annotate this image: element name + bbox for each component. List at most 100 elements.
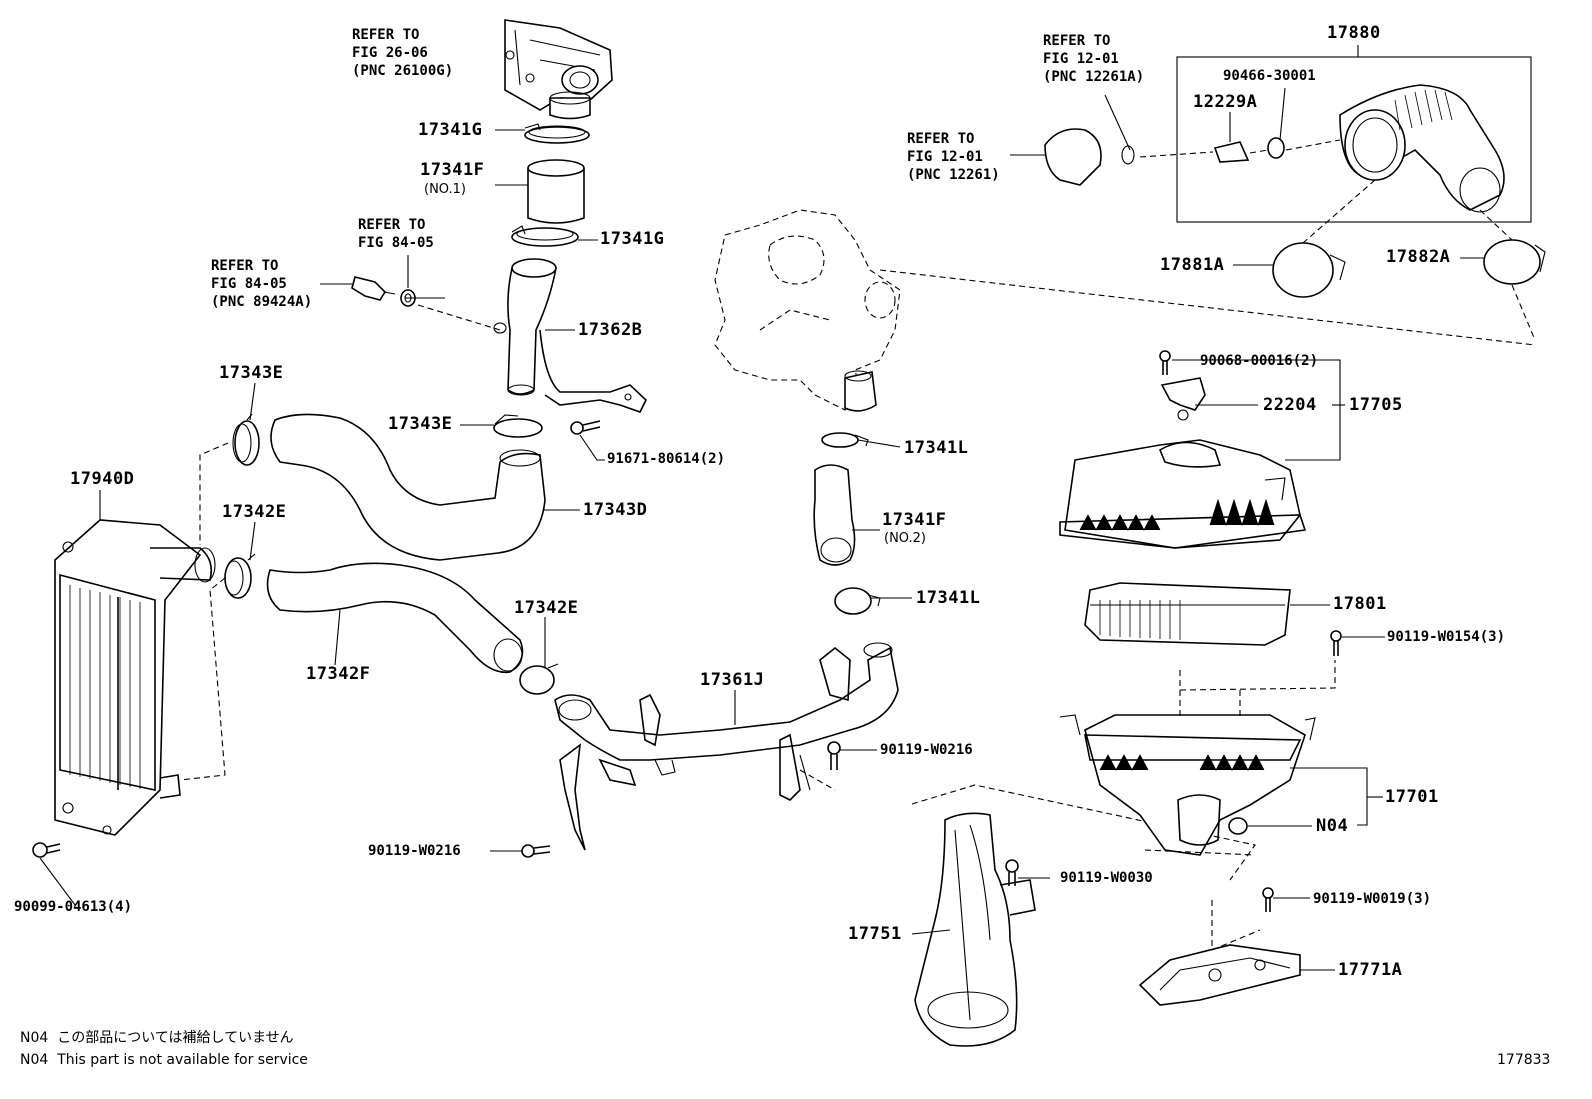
ref-line: (PNC 12261A) (1043, 69, 1145, 85)
air-inlet-17751 (914, 812, 1036, 1047)
clamp-17343e-mid (493, 414, 543, 438)
label-17705: 17705 (1349, 395, 1403, 415)
bolt-91671 (570, 420, 601, 435)
clamp-17341g-mid (511, 225, 579, 247)
label-17341g-mid: 17341G (600, 229, 665, 249)
ref-line: FIG 84-05 (358, 235, 434, 251)
bolt-90119-w0030 (1005, 859, 1019, 886)
label-17940d: 17940D (70, 469, 135, 489)
ref-line: REFER TO (358, 217, 426, 233)
label-17341f-low: 17341F (882, 510, 947, 530)
label-17882a: 17882A (1386, 247, 1451, 267)
label-17881a: 17881A (1160, 255, 1225, 275)
label-17880: 17880 (1327, 23, 1381, 43)
label-17342e-right: 17342E (514, 598, 579, 618)
sensor-84-05 (351, 276, 416, 307)
clamp-17881a (1272, 242, 1346, 298)
label-17341g-top: 17341G (418, 120, 483, 140)
hose-17341f-no2 (813, 464, 856, 566)
label-90099: 90099-04613(4) (14, 899, 133, 915)
label-22204: 22204 (1263, 395, 1317, 415)
refer-fig-12-01-b: REFER TO FIG 12-01 (PNC 12261) (907, 130, 1000, 184)
ref-line: FIG 12-01 (1043, 51, 1119, 67)
label-90119-w0216-b: 90119-W0216 (368, 843, 461, 859)
label-90119-w0030: 90119-W0030 (1060, 870, 1153, 886)
label-17341l-low: 17341L (916, 588, 981, 608)
ref-line: REFER TO (1043, 33, 1111, 49)
turbo-to-hose-guide (879, 269, 1536, 346)
label-17341f-top: 17341F (420, 160, 485, 180)
guide-w0216 (799, 769, 836, 791)
ref-line: FIG 26-06 (352, 45, 428, 61)
hose-17343d (270, 413, 546, 561)
ref-line: (PNC 12261) (907, 167, 1000, 183)
label-17361j: 17361J (700, 670, 765, 690)
label-17771a: 17771A (1338, 960, 1403, 980)
label-17341f-low-sub: (NO.2) (884, 531, 926, 546)
hose-17342f (266, 562, 524, 674)
ref-line: FIG 84-05 (211, 276, 287, 292)
label-17342f: 17342F (306, 664, 371, 684)
plug-n04 (1228, 817, 1248, 835)
leader-lines (39, 45, 1484, 971)
label-90466: 90466-30001 (1223, 68, 1316, 84)
label-17343e-mid: 17343E (388, 414, 453, 434)
pipe-17361j (554, 642, 899, 851)
note-jp: N04 この部品については補給していません (20, 1031, 294, 1045)
screw-90068 (1159, 350, 1171, 375)
refer-fig-84-05-b: REFER TO FIG 84-05 (PNC 89424A) (211, 257, 312, 311)
mass-air-flow-sensor-22204 (1160, 377, 1206, 421)
w0154-guide (1179, 660, 1336, 691)
clamp-17342e-left (224, 553, 256, 599)
note-en: N04 This part is not available for servi… (20, 1053, 308, 1067)
label-17342e-left: 17342E (222, 502, 287, 522)
label-90068: 90068-00016(2) (1200, 353, 1319, 369)
guide-sensor (417, 304, 501, 331)
label-17362b: 17362B (578, 320, 643, 340)
label-17343e-left: 17343E (219, 363, 284, 383)
hose-17341f-no1 (527, 159, 585, 224)
note-code: N04 (20, 1052, 49, 1068)
label-17751: 17751 (848, 924, 902, 944)
air-filter-17801 (1084, 582, 1291, 646)
air-hose-17880 (1339, 84, 1505, 213)
figure-number: 177833 (1497, 1052, 1551, 1068)
label-n04: N04 (1316, 816, 1349, 836)
pipe-17362b (493, 258, 647, 413)
guide-filter (1179, 670, 1241, 720)
label-17343d: 17343D (583, 500, 648, 520)
label-12229a: 12229A (1193, 92, 1258, 112)
inlet-guide-line (911, 784, 1256, 881)
label-17341f-top-sub: (NO.1) (424, 182, 466, 197)
turbocharger-outline (714, 209, 901, 412)
bolt-90119-w0216-b (521, 844, 551, 858)
screw-90119-w0154 (1330, 630, 1342, 656)
air-cleaner-cap-17705 (1059, 439, 1307, 549)
w0019-guide (1211, 900, 1261, 951)
ref-line: FIG 12-01 (907, 149, 983, 165)
note-text: This part is not available for service (57, 1052, 308, 1068)
refer-fig-26-06: REFER TO FIG 26-06 (PNC 26100G) (352, 26, 453, 80)
guide-17342e (179, 577, 226, 781)
pcv-guide (1139, 139, 1341, 158)
air-cleaner-case-17701 (1059, 714, 1316, 856)
clamp-17341g-top (524, 123, 590, 144)
bracket-17771a (1138, 944, 1301, 1006)
bolt-90099 (32, 842, 61, 858)
label-17341l-top: 17341L (904, 438, 969, 458)
nipple-12229a (1213, 141, 1250, 163)
label-17801: 17801 (1333, 594, 1387, 614)
ref-line: REFER TO (352, 27, 420, 43)
pcv-hose-12261 (1044, 128, 1135, 186)
bolt-90119-w0216-a (827, 741, 841, 770)
intercooler-17940d (54, 519, 216, 836)
clamp-17341l-low (834, 587, 881, 615)
label-17701: 17701 (1385, 787, 1439, 807)
label-91671: 91671-80614(2) (607, 451, 726, 467)
refer-fig-12-01-a: REFER TO FIG 12-01 (PNC 12261A) (1043, 32, 1144, 86)
guide-17343e (199, 442, 229, 545)
note-code: N04 (20, 1030, 49, 1046)
label-90119-w0154: 90119-W0154(3) (1387, 629, 1506, 645)
